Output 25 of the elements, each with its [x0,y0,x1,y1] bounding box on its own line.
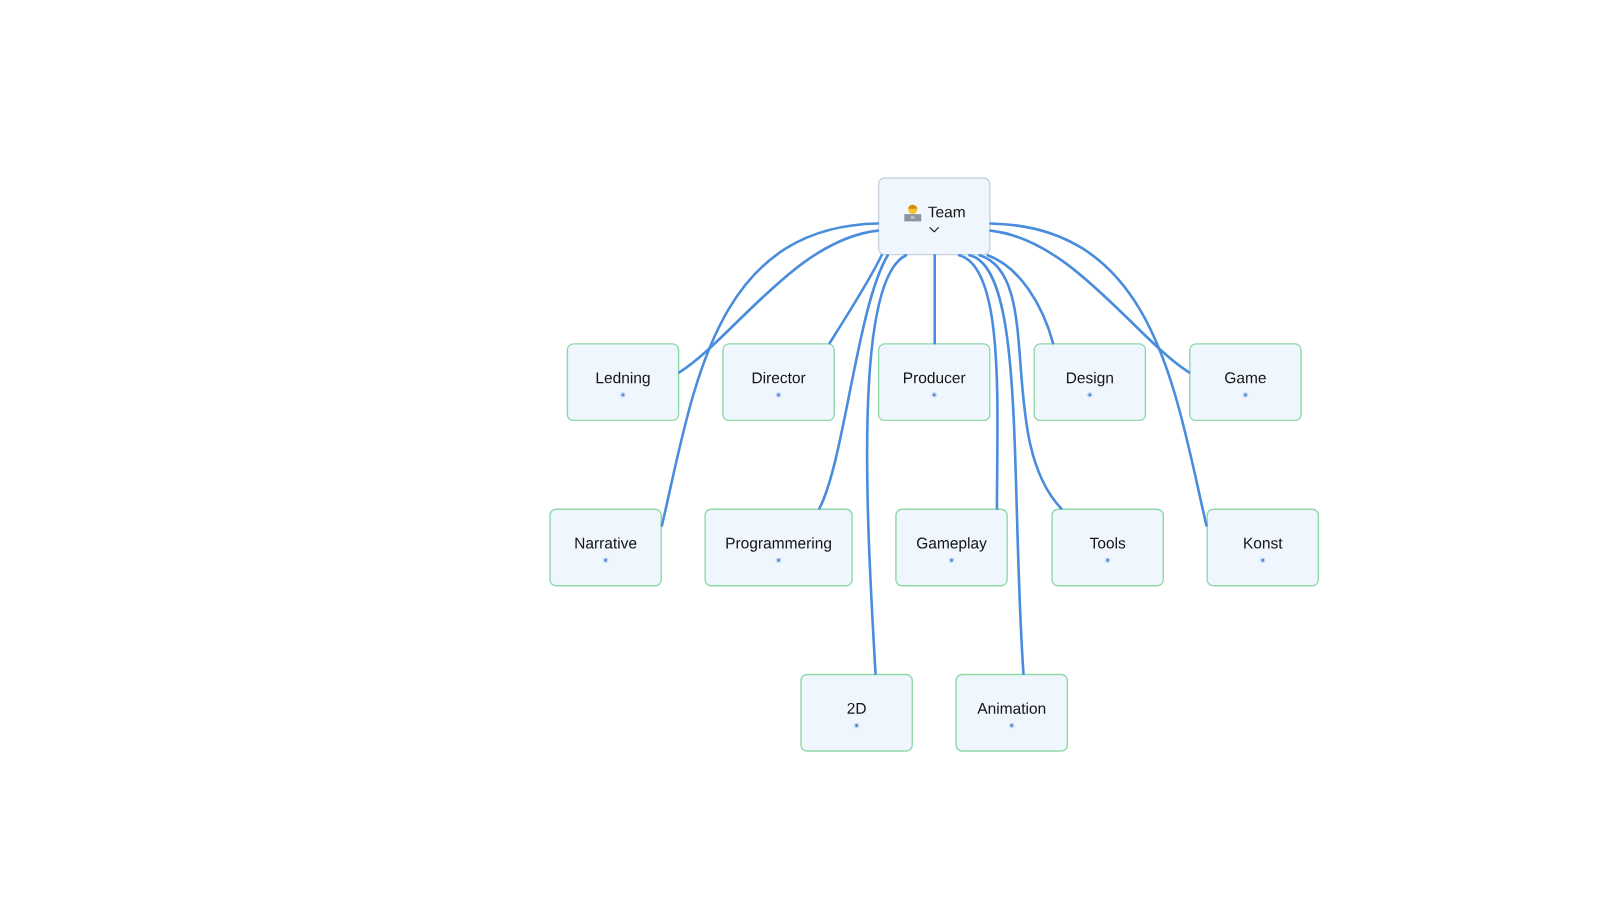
node-box: Tools [1051,508,1164,587]
connector-line [933,254,936,345]
node-box: Programmering [704,508,853,587]
node-box: Producer [877,343,991,422]
node-box: Gameplay [895,508,1008,587]
node-box: 2D [800,673,913,752]
connector-line [986,254,1055,345]
connector-line [660,222,880,527]
connector-line [865,254,908,676]
node-box: Ledning [566,343,680,422]
connector-line [818,254,890,510]
connector-line [989,229,1191,374]
connector-line [678,229,880,374]
connector-line [989,222,1208,527]
node-box: Team [877,177,991,256]
node-box: Animation [955,673,1069,752]
connector-line [828,254,883,345]
connector-line [957,254,999,510]
node-box: Design [1033,343,1147,422]
node-box: Narrative [549,508,662,587]
node-box: Director [722,343,835,422]
node-box: Konst [1206,508,1320,587]
connector-line [978,254,1063,510]
connector-line [968,254,1025,676]
node-box: Game [1189,343,1302,422]
